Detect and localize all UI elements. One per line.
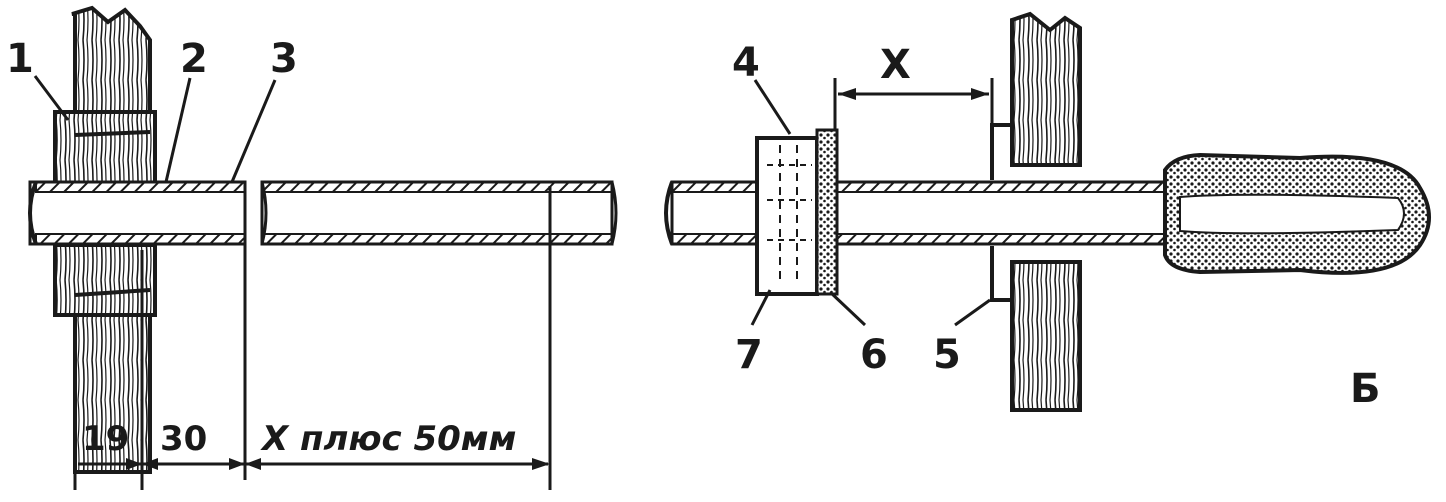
label-5: 5 xyxy=(933,332,961,378)
label-3: 3 xyxy=(270,36,298,82)
handle-bore xyxy=(1179,193,1405,235)
dimension-x-label: Х xyxy=(880,42,911,88)
label-7: 7 xyxy=(735,332,763,378)
diagram-a: 1 2 3 19 30 Х плюс 50мм xyxy=(6,5,618,490)
leaders-a xyxy=(33,75,277,183)
wood-board-b xyxy=(1010,11,1082,412)
label-6: 6 xyxy=(860,332,888,378)
leaders-b xyxy=(750,79,991,327)
collar-7 xyxy=(755,136,819,296)
washer-6 xyxy=(815,128,839,296)
view-letter-b: Б xyxy=(1350,366,1381,412)
tube-section-left xyxy=(28,180,247,246)
dimension-x-line xyxy=(833,78,994,130)
tube-section-right xyxy=(260,180,618,246)
dimension-30: 30 xyxy=(160,419,207,459)
label-1: 1 xyxy=(6,36,34,82)
dimension-x-plus-50: Х плюс 50мм xyxy=(260,419,516,459)
collar-screw-hidden-lines xyxy=(767,145,812,280)
dimension-19: 19 xyxy=(82,419,129,459)
label-4: 4 xyxy=(732,40,760,86)
dimension-lines-a xyxy=(73,186,552,490)
diagram-b: 4 Х 7 6 5 Б xyxy=(664,11,1431,412)
label-2: 2 xyxy=(180,36,208,82)
tube-b xyxy=(664,180,1202,246)
